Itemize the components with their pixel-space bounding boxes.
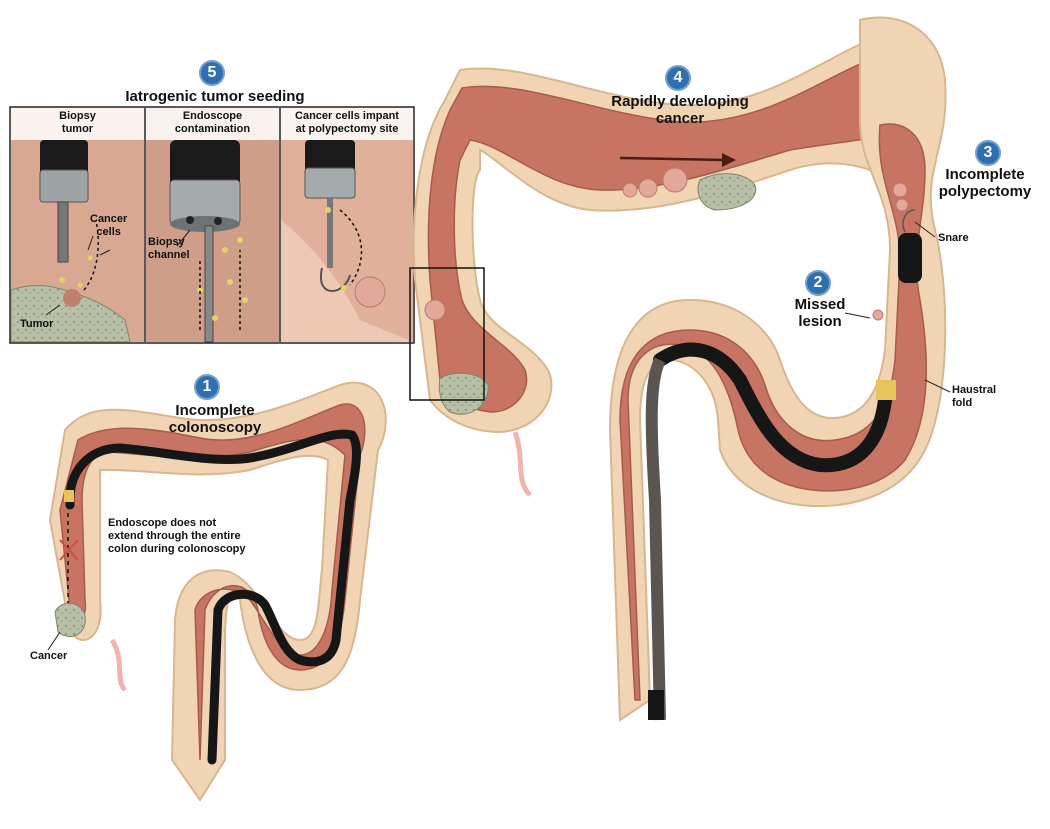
panel-biopsy-tumor-title: Biopsy tumor (11, 110, 144, 135)
section-4-title: Rapidly developing cancer (590, 93, 770, 128)
section-1-badge: 1 (194, 374, 220, 400)
endoscope-note: Endoscope does not extend through the en… (108, 517, 246, 557)
panel-polypectomy-site-title: Cancer cells impant at polypectomy site (281, 110, 413, 135)
haustral-fold-label: Haustral fold (952, 384, 996, 410)
section-5-badge: 5 (199, 60, 225, 86)
section-3-title: Incomplete polypectomy (930, 166, 1040, 201)
section-4-badge: 4 (665, 65, 691, 91)
tumor-label: Tumor (20, 318, 53, 331)
section-5-title: Iatrogenic tumor seeding (100, 88, 330, 105)
biopsy-channel-label: Biopsy channel (148, 236, 190, 262)
section-2-badge: 2 (805, 270, 831, 296)
snare-label: Snare (938, 232, 969, 245)
section-1-title: Incomplete colonoscopy (150, 402, 280, 437)
panel-endoscope-contamination-title: Endoscope contamination (146, 110, 279, 135)
seeding-panels (10, 107, 414, 343)
section-3-badge: 3 (975, 140, 1001, 166)
cancer-label: Cancer (30, 650, 67, 663)
cancer-cells-label: Cancer cells (90, 213, 127, 239)
section-2-title: Missed lesion (780, 296, 860, 331)
colon-incomplete-colonoscopy (50, 383, 386, 800)
